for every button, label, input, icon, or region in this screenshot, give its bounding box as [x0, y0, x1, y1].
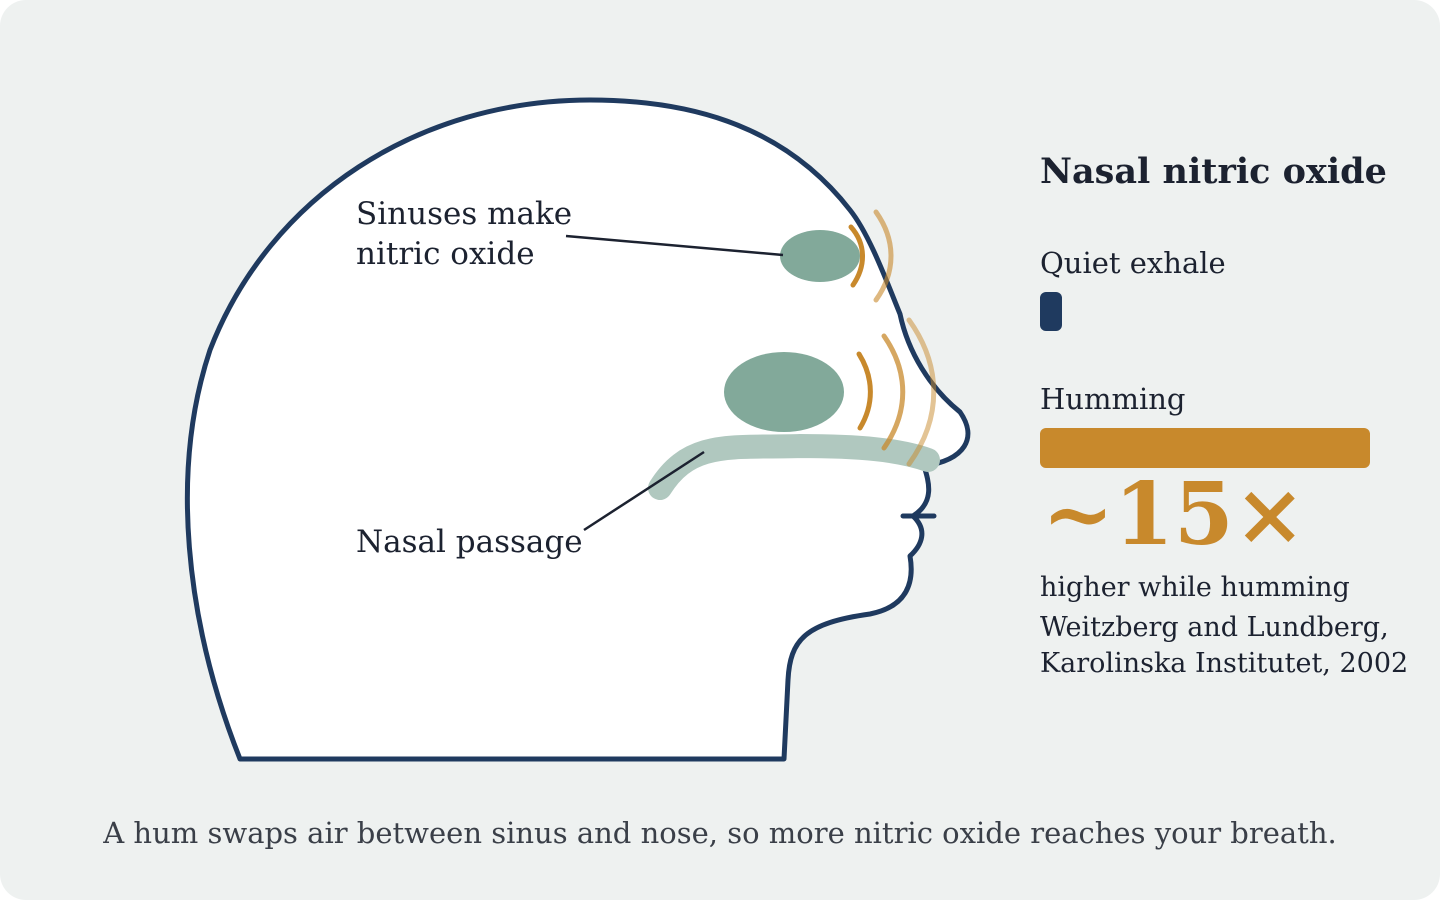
sound-wave-icon	[848, 224, 865, 288]
sinus-label-line1: Sinuses make	[356, 196, 572, 232]
frontal-sinus	[780, 230, 860, 282]
stats-panel: Nasal nitric oxide Quiet exhale Humming …	[1040, 148, 1430, 679]
sinus-leader-line	[565, 234, 784, 257]
humming-label: Humming	[1040, 382, 1186, 416]
maxillary-sinus	[724, 352, 844, 432]
panel-title: Nasal nitric oxide	[1040, 151, 1387, 192]
quiet-exhale-label: Quiet exhale	[1040, 246, 1226, 280]
nasal-passage	[648, 433, 940, 500]
nasal-leader-line	[583, 450, 705, 532]
humming-bar	[1040, 428, 1370, 468]
multiplier-caption: higher while humming	[1040, 572, 1350, 603]
sound-wave-icon	[856, 351, 873, 431]
sinus-label-line2: nitric oxide	[356, 236, 535, 272]
quiet-exhale-bar	[1040, 292, 1062, 331]
head-silhouette	[184, 97, 971, 762]
source-line1: Weitzberg and Lundberg,	[1040, 612, 1389, 643]
nasal-passage-label: Nasal passage	[356, 524, 583, 560]
multiplier-value: ~15×	[1042, 464, 1306, 565]
sound-wave-icon	[873, 209, 894, 303]
footer-caption: A hum swaps air between sinus and nose, …	[103, 816, 1337, 850]
sound-wave-icon	[906, 317, 937, 467]
sound-wave-icon	[881, 333, 906, 451]
source-line2: Karolinska Institutet, 2002	[1040, 648, 1409, 679]
